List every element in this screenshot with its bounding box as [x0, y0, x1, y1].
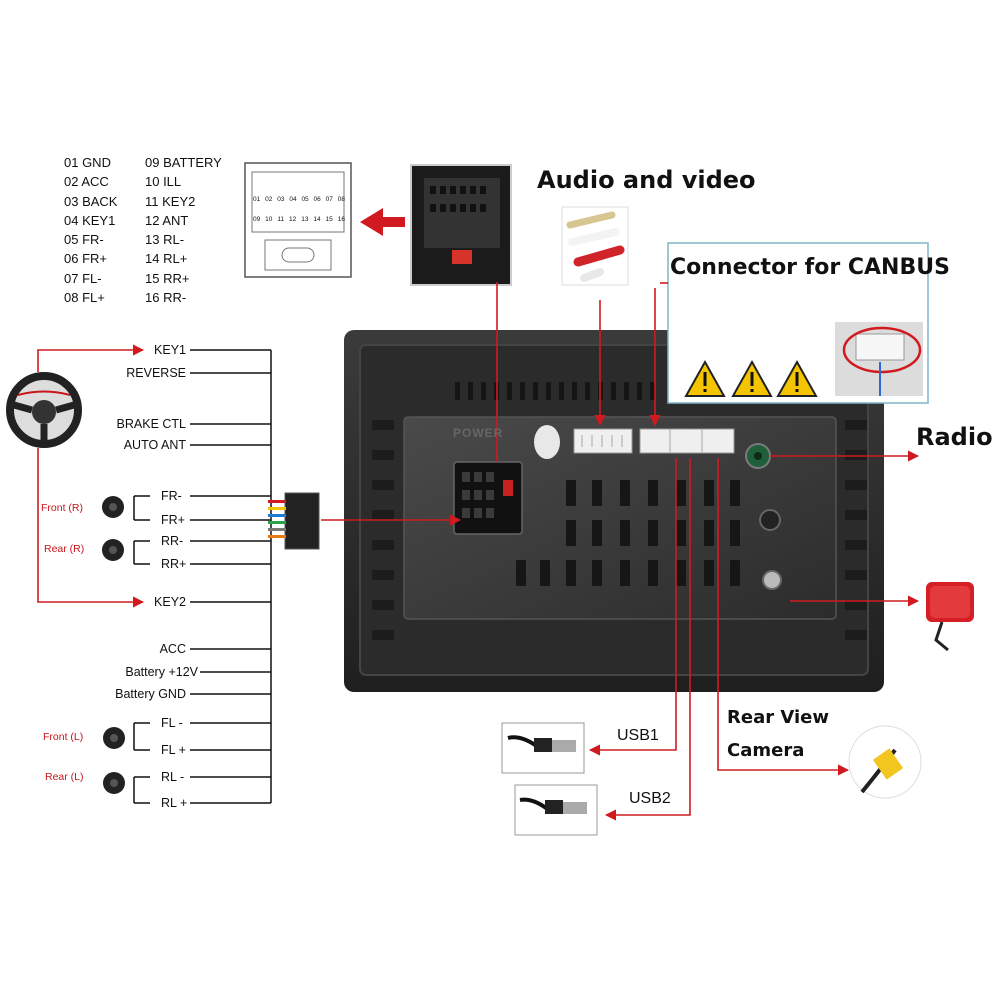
pin-number: 13	[301, 216, 309, 223]
gps-socket	[759, 509, 781, 531]
pin-number: 01	[253, 196, 261, 203]
wire-fl-minus: FL -	[161, 716, 183, 730]
wire-rl-plus: RL +	[161, 796, 188, 810]
pin-label: 10 ILL	[145, 174, 182, 190]
pin-number: 06	[313, 196, 321, 203]
pin-label: 05 FR-	[64, 232, 104, 248]
pin-number: 16	[337, 216, 345, 223]
iso-connector-drawing	[244, 162, 352, 278]
camera-socket	[762, 570, 782, 590]
radio-heading: Radio	[916, 423, 993, 451]
wire-bus	[133, 349, 272, 804]
wire-rr-plus: RR+	[161, 557, 187, 571]
camera-icon	[848, 725, 922, 799]
speaker-icon	[103, 772, 125, 794]
warning-icon	[684, 359, 726, 397]
canbus-heading: Connector for CANBUS	[670, 255, 950, 280]
audio-video-heading: Audio and video	[537, 166, 756, 194]
wire-key2: KEY2	[154, 595, 186, 609]
pin-number: 10	[265, 216, 273, 223]
pin-number: 07	[325, 196, 333, 203]
camera-arrow	[717, 458, 850, 776]
side-fins	[372, 420, 867, 640]
speaker-front-l-label: Front (L)	[43, 731, 84, 743]
wire-brake: BRAKE CTL	[116, 417, 186, 431]
connector-photo	[410, 164, 512, 286]
rear-camera-heading-line1: Rear View	[727, 707, 829, 728]
pin-label: 01 GND	[64, 155, 111, 170]
pin-number: 12	[289, 216, 297, 223]
warning-icon	[776, 359, 818, 397]
usb-cable-icon	[501, 722, 585, 774]
pin-number: 15	[325, 216, 333, 223]
pin-label: 11 KEY2	[145, 193, 196, 209]
pin-number: 03	[277, 196, 285, 203]
wire-rr-minus: RR-	[161, 534, 184, 548]
sticker	[534, 425, 560, 459]
pin-label: 09 BATTERY	[145, 155, 222, 170]
usb2-arrow	[604, 458, 691, 821]
wire-battery-gnd: Battery GND	[115, 687, 186, 701]
connector-bottom-numbers: 09 10 11 12 13 14 15 16	[253, 216, 345, 223]
pin-label: 04 KEY1	[64, 212, 116, 228]
power-label: POWER	[453, 426, 504, 440]
usb2-label: USB2	[629, 790, 671, 807]
pin-label: 07 FL-	[64, 270, 102, 286]
pin-label: 08 FL+	[64, 290, 105, 306]
rear-camera-heading-line2: Camera	[727, 740, 805, 761]
arrow-left-icon	[360, 208, 405, 236]
pin-label: 13 RL-	[145, 232, 185, 248]
usb1-label: USB1	[617, 727, 659, 744]
wire-acc: ACC	[159, 642, 186, 656]
pin-label: 06 FR+	[64, 251, 107, 267]
steering-wheel-icon	[6, 372, 82, 448]
connector-top-numbers: 01 02 03 04 05 06 07 08	[253, 196, 345, 203]
wire-fl-plus: FL +	[161, 743, 186, 757]
pin-number: 04	[289, 196, 297, 203]
pinout-right-column: 09 BATTERY 10 ILL 11 KEY2 12 ANT 13 RL- …	[145, 153, 222, 307]
usb-cable-icon	[514, 784, 598, 836]
wire-auto-ant: AUTO ANT	[123, 438, 186, 452]
gps-antenna-icon	[926, 582, 974, 652]
pin-label: 15 RR+	[145, 270, 190, 286]
pin-number: 09	[253, 216, 261, 223]
speaker-icon	[102, 539, 124, 561]
pin-number: 08	[337, 196, 345, 203]
speaker-icon	[102, 496, 124, 518]
wire-battery: Battery +12V	[125, 665, 198, 679]
wire-fr-minus: FR-	[161, 489, 182, 503]
pin-label: 03 BACK	[64, 193, 118, 209]
wire-rl-minus: RL -	[161, 770, 185, 784]
usb1-arrow	[588, 458, 677, 756]
pin-label: 14 RL+	[145, 251, 188, 267]
pinout-left-column: 01 GND 02 ACC 03 BACK 04 KEY1 05 FR- 06 …	[64, 153, 117, 307]
speaker-icon	[103, 727, 125, 749]
pin-number: 11	[277, 216, 285, 223]
pin-label: 02 ACC	[64, 174, 109, 190]
rca-plug-icon	[561, 206, 629, 286]
speaker-rear-l-label: Rear (L)	[45, 771, 84, 783]
wire-key1: KEY1	[154, 343, 186, 357]
speaker-front-r-label: Front (R)	[41, 502, 83, 514]
warning-icon	[731, 359, 773, 397]
pin-label: 12 ANT	[145, 212, 189, 228]
pin-number: 02	[265, 196, 273, 203]
wire-reverse: REVERSE	[126, 366, 186, 380]
canbus-usb-connector	[639, 428, 735, 454]
canbus-callout	[667, 242, 929, 404]
av-connector	[573, 428, 633, 454]
wiring-harness-plug	[268, 492, 320, 550]
pin-label: 16 RR-	[145, 290, 187, 306]
wire-fr-plus: FR+	[161, 513, 185, 527]
pin-number: 05	[301, 196, 309, 203]
pin-number: 14	[313, 216, 321, 223]
speaker-rear-r-label: Rear (R)	[44, 543, 85, 555]
head-unit	[344, 330, 884, 692]
key-wires	[37, 344, 145, 608]
